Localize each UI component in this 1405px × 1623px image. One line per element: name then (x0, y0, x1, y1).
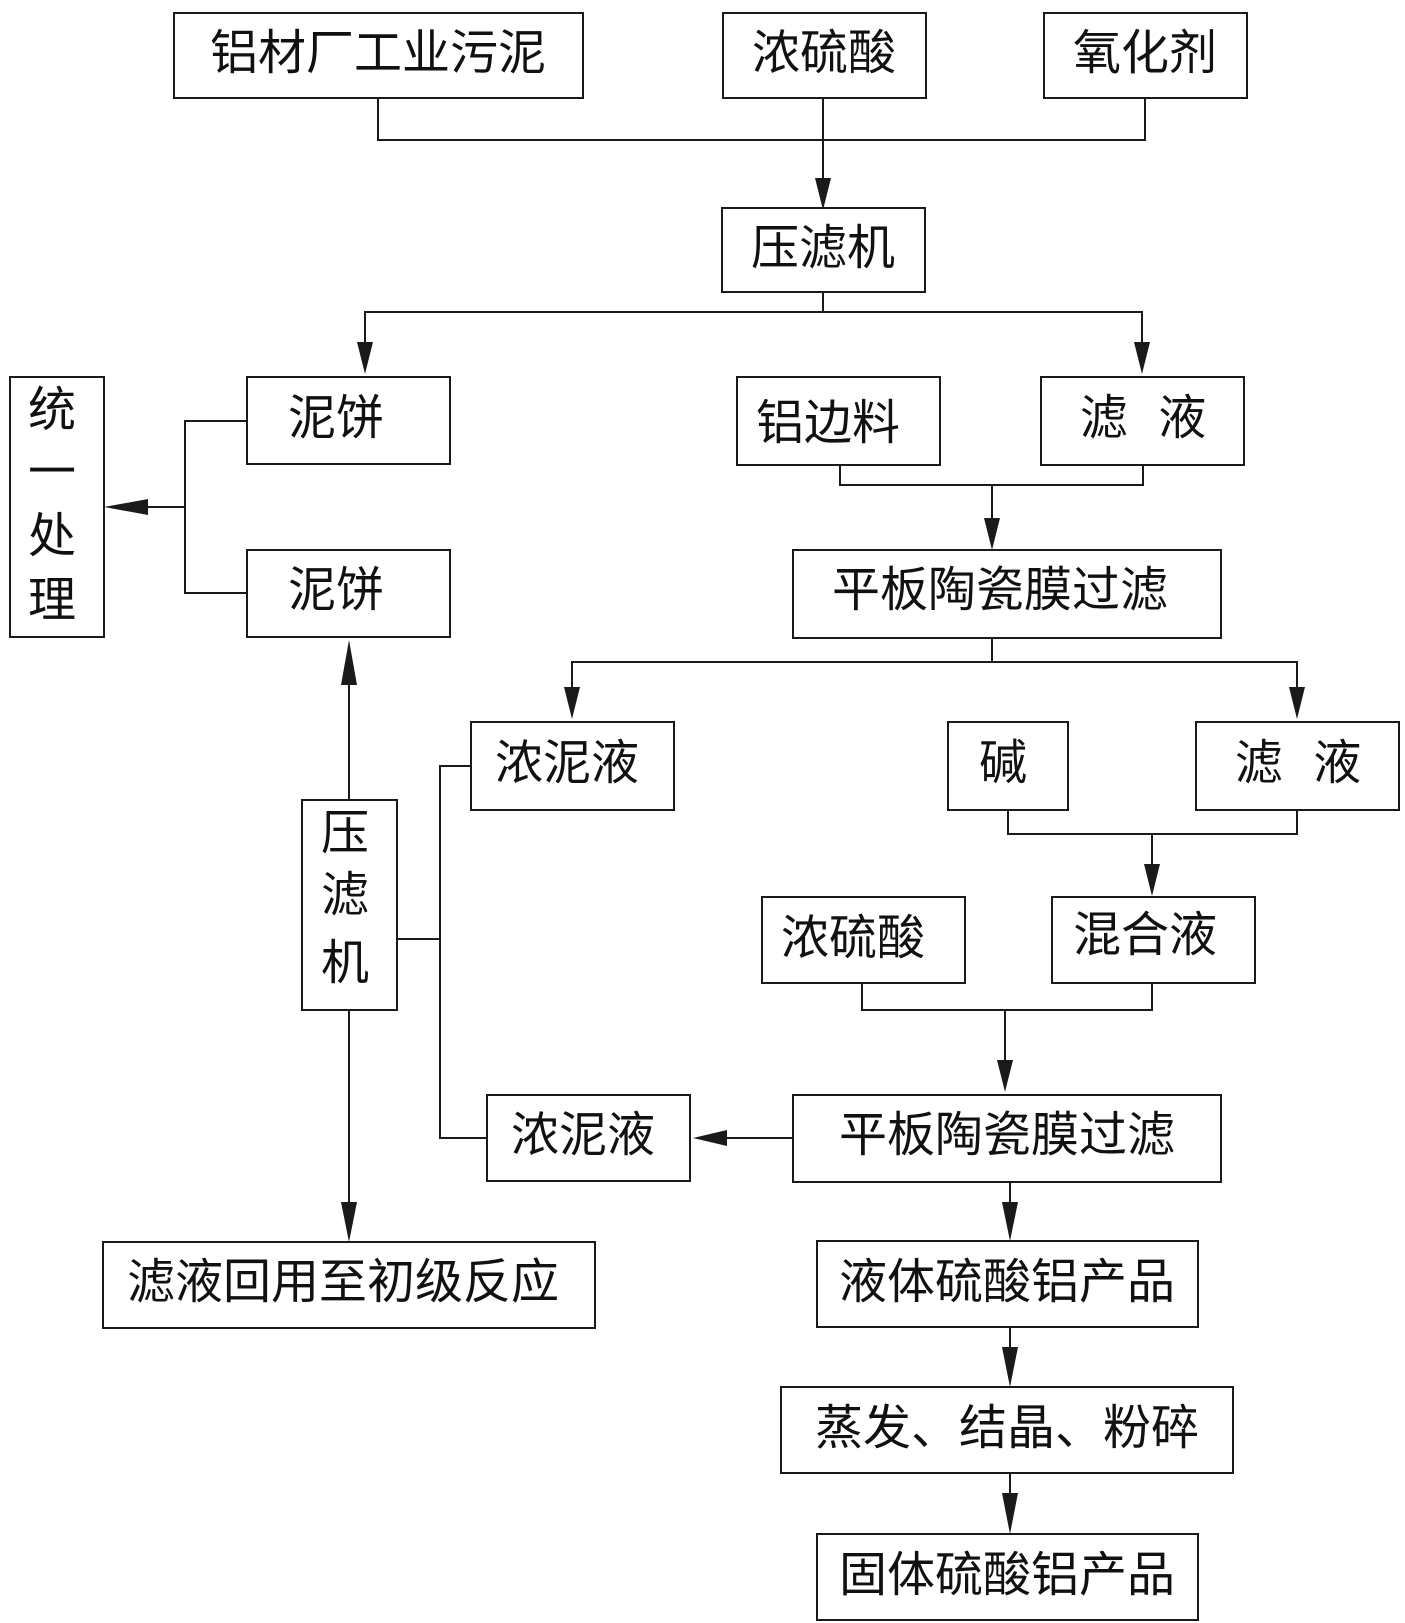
node-aluminum-scrap: 铝边料 (736, 376, 941, 466)
connector-inputs-merge (377, 98, 1146, 141)
node-membrane-filter-2: 平板陶瓷膜过滤 (792, 1094, 1222, 1183)
connector-scrap-filtrate-merge (839, 465, 1144, 486)
node-oxidant-input: 氧化剂 (1043, 12, 1248, 99)
node-unified-treatment: 统 一 处 理 (9, 376, 105, 638)
node-label-char: 处 (28, 508, 76, 564)
connector-mudcakes-join (184, 420, 247, 594)
arrowheads (104, 178, 1305, 1534)
connector-acid-mixed-merge (861, 983, 1153, 1011)
arrowhead-down (341, 1202, 357, 1242)
node-label: 氧化剂 (1073, 25, 1217, 81)
arrowhead-left (104, 499, 148, 515)
node-label: 浓硫酸 (781, 910, 925, 966)
node-label: 浓硫酸 (752, 25, 896, 81)
node-thick-mud-1: 浓泥液 (470, 721, 675, 811)
connector-membrane1-split (571, 661, 1298, 687)
node-label: 平板陶瓷膜过滤 (839, 1107, 1175, 1163)
node-filter-press-1: 压滤机 (721, 207, 926, 293)
node-label: 蒸发、结晶、粉碎 (815, 1400, 1199, 1456)
arrowhead-down (1289, 687, 1305, 719)
node-label: 平板陶瓷膜过滤 (832, 562, 1168, 618)
connectors (148, 98, 1298, 1493)
node-label: 固体硫酸铝产品 (839, 1547, 1175, 1603)
node-evaporate-crystallize: 蒸发、结晶、粉碎 (780, 1386, 1234, 1474)
node-thick-mud-2: 浓泥液 (486, 1094, 691, 1182)
node-label: 滤液回用至初级反应 (127, 1254, 559, 1310)
node-label: 浓泥液 (511, 1107, 655, 1163)
node-filtrate-recycle: 滤液回用至初级反应 (102, 1241, 596, 1329)
node-label: 液体硫酸铝产品 (839, 1254, 1175, 1310)
node-alkali: 碱 (947, 721, 1069, 811)
node-label-char: 机 (321, 935, 369, 991)
node-label-char: 压 (321, 805, 369, 861)
arrowhead-up (341, 640, 357, 685)
node-acid-input-1: 浓硫酸 (722, 12, 927, 99)
node-label: 铝材厂工业污泥 (210, 25, 546, 81)
node-mixed-liquid: 混合液 (1051, 896, 1256, 984)
arrowhead-down (984, 518, 1000, 550)
arrowhead-down (1144, 864, 1160, 896)
arrowhead-down (1002, 1347, 1018, 1387)
arrowhead-left (693, 1130, 727, 1146)
arrowhead-down (564, 687, 580, 719)
arrowhead-down (997, 1060, 1013, 1092)
node-label-char: 滤 (321, 867, 369, 923)
arrowhead-down (357, 342, 373, 374)
node-sludge-input: 铝材厂工业污泥 (173, 12, 584, 99)
node-label: 混合液 (1073, 907, 1217, 963)
node-mud-cake-2: 泥饼 (246, 549, 451, 638)
node-label-char: 理 (28, 572, 76, 628)
connector-alkali-filtrate-merge (1007, 810, 1298, 835)
node-label-char: 一 (28, 444, 76, 500)
node-label: 碱 (979, 735, 1027, 791)
connector-press1-split (364, 311, 1143, 342)
arrowhead-down (1134, 342, 1150, 374)
node-label: 泥饼 (288, 562, 384, 618)
node-mud-cake-1: 泥饼 (246, 376, 451, 465)
node-membrane-filter-1: 平板陶瓷膜过滤 (792, 549, 1222, 639)
arrowhead-down (815, 178, 831, 210)
connector-thickmud-join (439, 765, 487, 1139)
node-label-char: 统 (28, 382, 76, 438)
node-filter-press-2: 压 滤 机 (301, 799, 398, 1011)
node-label: 铝边料 (756, 395, 900, 451)
node-filtrate-2: 滤 液 (1195, 721, 1400, 811)
node-liquid-product: 液体硫酸铝产品 (816, 1240, 1199, 1328)
node-solid-product: 固体硫酸铝产品 (816, 1533, 1199, 1621)
node-filtrate-1: 滤 液 (1040, 376, 1245, 466)
node-label: 滤 液 (1080, 390, 1207, 446)
node-label: 泥饼 (288, 390, 384, 446)
node-acid-input-2: 浓硫酸 (761, 896, 966, 984)
node-label: 浓泥液 (495, 735, 639, 791)
node-label: 滤 液 (1235, 735, 1362, 791)
arrowhead-down (1002, 1202, 1018, 1241)
node-label: 压滤机 (751, 220, 895, 276)
arrowhead-down (1002, 1493, 1018, 1534)
